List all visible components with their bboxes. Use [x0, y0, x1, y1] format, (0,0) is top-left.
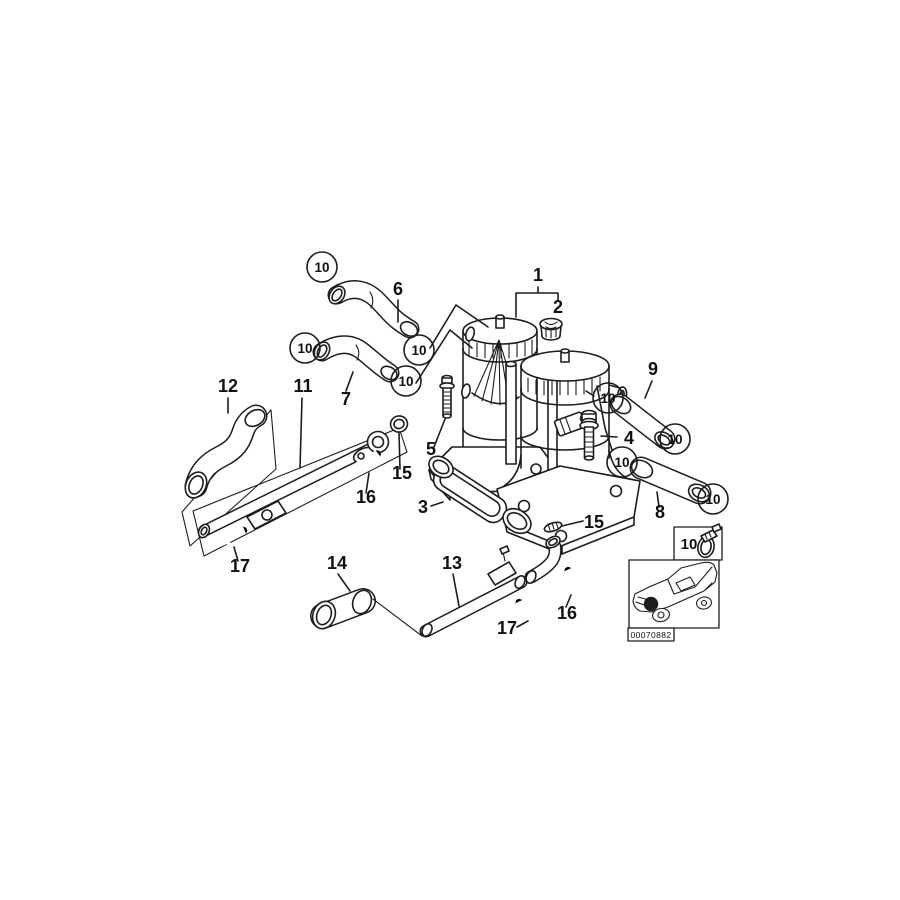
callout-15-label-lower: 15 [584, 512, 604, 532]
callout-11-label: 11 [293, 376, 312, 396]
location-dot [643, 596, 659, 612]
callout-9-label: 9 [648, 359, 658, 379]
gasket-3 [428, 455, 532, 535]
callout-10-circle-label: 10 [705, 492, 720, 507]
callout-1-label: 1 [533, 265, 543, 285]
plug-2 [539, 317, 563, 341]
callout-10-circle-label: 10 [600, 391, 615, 406]
pipe-11-outline-box [192, 427, 408, 557]
callout-3-label: 3 [418, 497, 428, 517]
callout-16-label-lower: 16 [557, 603, 577, 623]
pump-assembly [428, 314, 641, 555]
callout-10-circle-label: 10 [297, 341, 312, 356]
callout-10-circle-label: 10 [667, 432, 682, 447]
callout-8-label: 8 [655, 502, 665, 522]
bolt-16-lower [560, 564, 586, 598]
callout-labels: 1 2 3 4 5 6 7 8 9 11 12 13 14 15 15 16 1… [218, 260, 721, 640]
callout-6-label: 6 [393, 279, 403, 299]
hose-6 [327, 280, 420, 339]
callout-7-label: 7 [341, 389, 351, 409]
callout-17-label-upper: 17 [230, 556, 250, 576]
callout-12-label: 12 [218, 376, 238, 396]
hose-9 [609, 393, 676, 450]
callout-10-circle-label: 10 [314, 260, 329, 275]
image-code-box [627, 627, 675, 642]
callout-16-label-upper: 16 [356, 487, 376, 507]
callout-10-circle-label: 10 [398, 374, 413, 389]
pipe-11 [197, 430, 390, 539]
callout-10-circles [289, 251, 729, 515]
callout-13-label: 13 [442, 553, 462, 573]
callout-17-label-lower: 17 [497, 618, 517, 638]
image-code: 00070882 [630, 630, 671, 640]
leader-lines [227, 286, 660, 628]
hose-8 [629, 456, 712, 505]
hose-7 [312, 335, 400, 383]
pipe-13 [419, 535, 562, 638]
clamp-badge-label: 10 [681, 536, 698, 553]
o-ring-15-upper [389, 415, 409, 433]
callout-5-label: 5 [426, 439, 436, 459]
o-ring-15-lower [543, 521, 563, 533]
bolt-4 [579, 409, 599, 461]
hose-12 [184, 404, 268, 499]
stud-5 [439, 374, 455, 419]
callout-10-circle-label: 10 [614, 455, 629, 470]
callout-15-label-upper: 15 [392, 463, 412, 483]
callout-2-label: 2 [553, 297, 563, 317]
hose-14 [310, 588, 423, 637]
callout-14-label: 14 [327, 553, 347, 573]
callout-10-circle-label: 10 [411, 343, 426, 358]
callout-4-label: 4 [624, 428, 634, 448]
car-thumbnail [628, 559, 720, 629]
